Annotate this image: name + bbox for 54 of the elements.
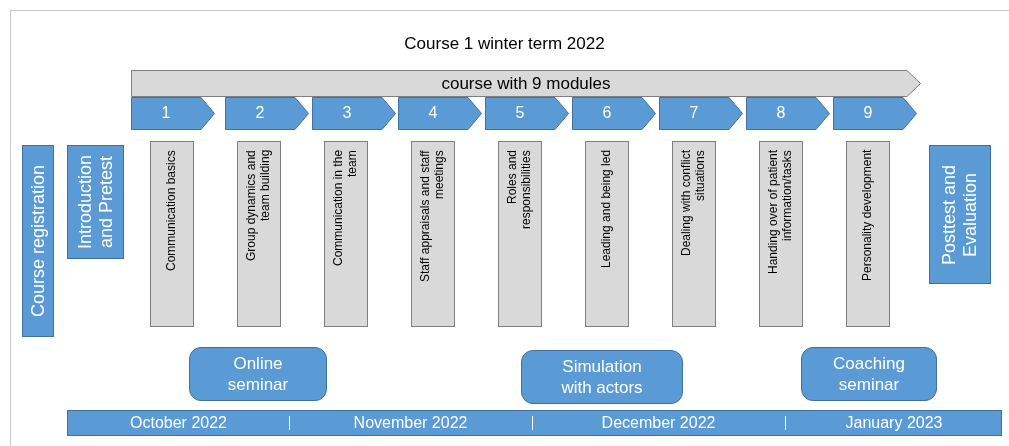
module-box [672, 141, 716, 327]
module-number-tab [225, 97, 309, 130]
module-topic: Staff appraisals and staff meetings [419, 150, 447, 284]
module-topic: Group dynamics and team building [245, 150, 273, 263]
phase-box [67, 145, 124, 259]
module-number-tab [572, 97, 656, 130]
module-number: 6 [601, 104, 613, 122]
module-number-tab [131, 97, 215, 130]
module-box [759, 141, 803, 327]
phase-label: Posttest and Evaluation [939, 163, 981, 267]
module-number: 1 [160, 104, 172, 122]
module-box [585, 141, 629, 327]
course-label: course with 9 modules [440, 74, 612, 94]
module-number: 9 [862, 104, 874, 122]
seminar-box [189, 347, 327, 401]
course-banner [131, 70, 921, 97]
module-number: 5 [514, 104, 526, 122]
module-topic: Personality development [861, 150, 875, 284]
module-box [846, 141, 890, 327]
seminar-label: Online seminar [226, 353, 290, 396]
module-box [498, 141, 542, 327]
month-label: October 2022 [130, 414, 227, 432]
module-number-tab [659, 97, 743, 130]
module-topic: Leading and being led [600, 150, 614, 271]
phase-label: Introduction and Pretest [74, 153, 117, 252]
month-label: January 2023 [845, 414, 943, 432]
phase-box [929, 145, 991, 284]
module-box [150, 141, 194, 327]
module-box [411, 141, 455, 327]
module-topic: Communication in the team [332, 150, 360, 269]
module-number: 2 [254, 104, 266, 122]
seminar-label: Coaching seminar [832, 353, 906, 396]
module-number: 4 [427, 104, 439, 122]
module-number-tab [312, 97, 396, 130]
month-label: November 2022 [353, 414, 468, 432]
timeline-bar [67, 410, 1002, 436]
module-box [324, 141, 368, 327]
month-label: December 2022 [601, 414, 716, 432]
phase-box [22, 145, 54, 337]
module-topic: Dealing with conflict situations [680, 150, 708, 259]
module-topic: Communication basics [165, 150, 179, 273]
seminar-box [521, 350, 683, 404]
module-number-tab [398, 97, 482, 130]
module-box [237, 141, 281, 327]
module-number: 8 [775, 104, 787, 122]
module-number-tab [485, 97, 569, 130]
seminar-box [801, 347, 937, 401]
module-number-tab [746, 97, 830, 130]
module-number: 7 [688, 104, 700, 122]
phase-label: Course registration [27, 164, 49, 318]
module-number-tab [833, 97, 917, 130]
seminar-label: Simulation with actors [560, 356, 644, 399]
title: Course 1 winter term 2022 [403, 34, 606, 54]
module-number: 3 [341, 104, 353, 122]
